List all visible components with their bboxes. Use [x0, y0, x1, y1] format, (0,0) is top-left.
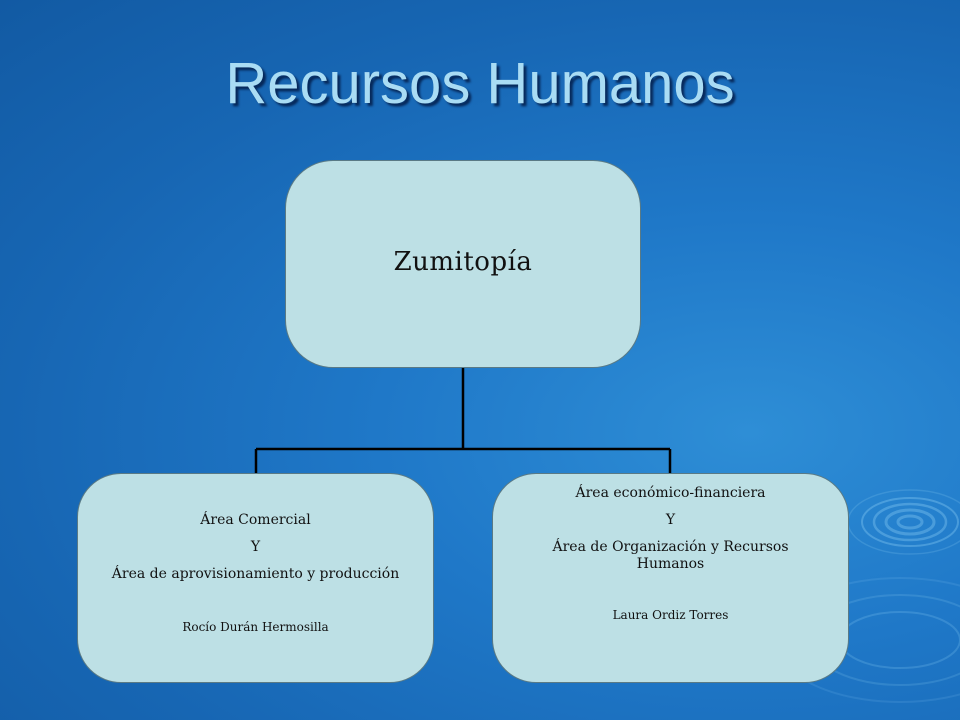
org-node-right-area-2-line-2: Humanos: [636, 556, 705, 572]
org-node-root-label: Zumitopía: [393, 247, 533, 277]
org-node-left-area-1: Área Comercial: [200, 512, 311, 528]
org-node-right: Área económico-financiera Y Área de Orga…: [492, 473, 849, 683]
org-node-left: Área Comercial Y Área de aprovisionamien…: [77, 473, 434, 683]
org-node-right-area-2-line-1: Área de Organización y Recursos: [552, 539, 789, 555]
org-node-right-area-1: Área económico-financiera: [575, 485, 766, 501]
org-node-left-connector: Y: [250, 539, 261, 555]
org-node-left-area-2: Área de aprovisionamiento y producción: [111, 566, 400, 582]
org-node-root: Zumitopía: [285, 160, 641, 368]
slide-title: Recursos Humanos: [225, 51, 735, 116]
org-node-right-connector: Y: [665, 512, 676, 528]
org-node-left-person: Rocío Durán Hermosilla: [182, 620, 329, 634]
org-node-right-person: Laura Ordiz Torres: [612, 608, 729, 622]
